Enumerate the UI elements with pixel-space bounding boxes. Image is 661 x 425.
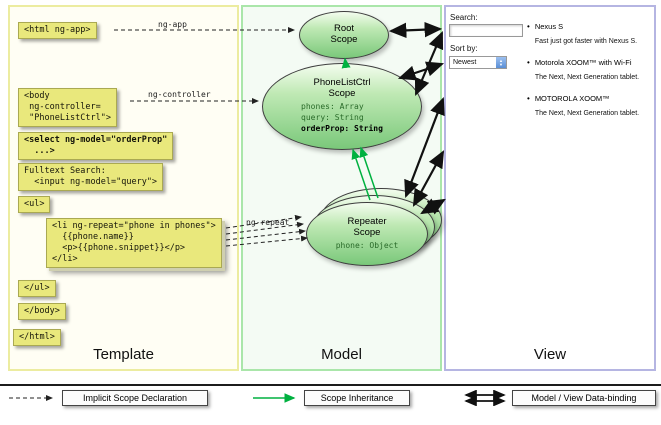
phone-list-item: • Nexus S Fast just got faster with Nexu…	[527, 22, 653, 45]
code-li-ng-repeat: <li ng-repeat="phone in phones"> {{phone…	[46, 218, 222, 269]
search-input[interactable]	[449, 24, 523, 37]
phone-name: Motorola XOOM™ with Wi-Fi	[534, 58, 632, 67]
model-panel: Model	[241, 5, 442, 371]
phone-list: • Nexus S Fast just got faster with Nexu…	[527, 22, 653, 130]
phone-list-item: • Motorola XOOM™ with Wi-Fi The Next, Ne…	[527, 58, 653, 81]
bullet-icon: •	[527, 58, 530, 67]
code-ul-close: </ul>	[18, 280, 56, 298]
view-panel-label: View	[533, 346, 567, 363]
sort-dropdown[interactable]: Newest ▲▼	[449, 56, 507, 69]
scope-prop-phone: phone: Object	[335, 240, 399, 250]
phonelistctrl-scope-ellipse: PhoneListCtrl Scope phones: Array query:…	[262, 63, 422, 150]
legend-implicit-scope: Implicit Scope Declaration	[62, 390, 208, 406]
model-panel-label: Model	[321, 346, 362, 363]
code-select-ng-model: <select ng-model="orderProp" ...>	[18, 132, 174, 161]
phone-name: MOTOROLA XOOM™	[534, 94, 610, 103]
phone-snippet: Fast just got faster with Nexus S.	[534, 38, 638, 45]
legend-scope-inheritance: Scope Inheritance	[304, 390, 410, 406]
implicit-scope-arrow-icon	[9, 395, 53, 401]
code-fulltext-search: Fulltext Search: <input ng-model="query"…	[18, 163, 164, 192]
phonelistctrl-scope-props: phones: Array query: String orderProp: S…	[301, 102, 383, 134]
code-ul-open: <ul>	[18, 196, 51, 214]
scope-prop-query: query: String	[301, 113, 364, 123]
phonelistctrl-scope-title: PhoneListCtrl Scope	[313, 77, 371, 100]
legend-databinding: Model / View Data-binding	[512, 390, 656, 406]
dropdown-stepper-icon: ▲▼	[496, 57, 506, 68]
legend-divider	[0, 384, 661, 386]
phone-list-item: • MOTOROLA XOOM™ The Next, Next Generati…	[527, 94, 653, 117]
code-html-open: <html ng-app>	[18, 22, 97, 40]
ng-app-arrow-label: ng-app	[158, 20, 187, 29]
root-scope-ellipse: Root Scope	[299, 11, 389, 59]
databinding-arrow-icon	[464, 390, 506, 406]
ng-controller-arrow-label: ng-controller	[148, 90, 211, 99]
scope-prop-orderprop: orderProp: String	[301, 123, 383, 133]
repeater-scope-props: phone: Object	[336, 241, 399, 252]
phone-snippet: The Next, Next Generation tablet.	[534, 74, 640, 81]
sort-dropdown-value: Newest	[453, 59, 477, 66]
code-html-close: </html>	[13, 329, 61, 347]
bullet-icon: •	[527, 94, 530, 103]
code-body-close: </body>	[18, 303, 66, 321]
phone-snippet: The Next, Next Generation tablet.	[534, 110, 640, 117]
sort-by-label: Sort by:	[450, 44, 478, 53]
repeater-scope-title: Repeater Scope	[347, 215, 387, 238]
ng-repeat-arrow-label: ng-repeat	[246, 218, 290, 227]
repeater-scope-ellipse-front: Repeater Scope phone: Object	[306, 202, 428, 266]
template-panel-label: Template	[93, 346, 154, 363]
code-body-open: <body ng-controller= "PhoneListCtrl">	[18, 88, 117, 128]
scope-inheritance-arrow-icon	[253, 393, 296, 403]
scope-prop-phones: phones: Array	[301, 102, 364, 112]
phone-name: Nexus S	[534, 22, 564, 31]
root-scope-title: Root Scope	[330, 23, 358, 45]
search-label: Search:	[450, 13, 478, 22]
bullet-icon: •	[527, 22, 530, 31]
